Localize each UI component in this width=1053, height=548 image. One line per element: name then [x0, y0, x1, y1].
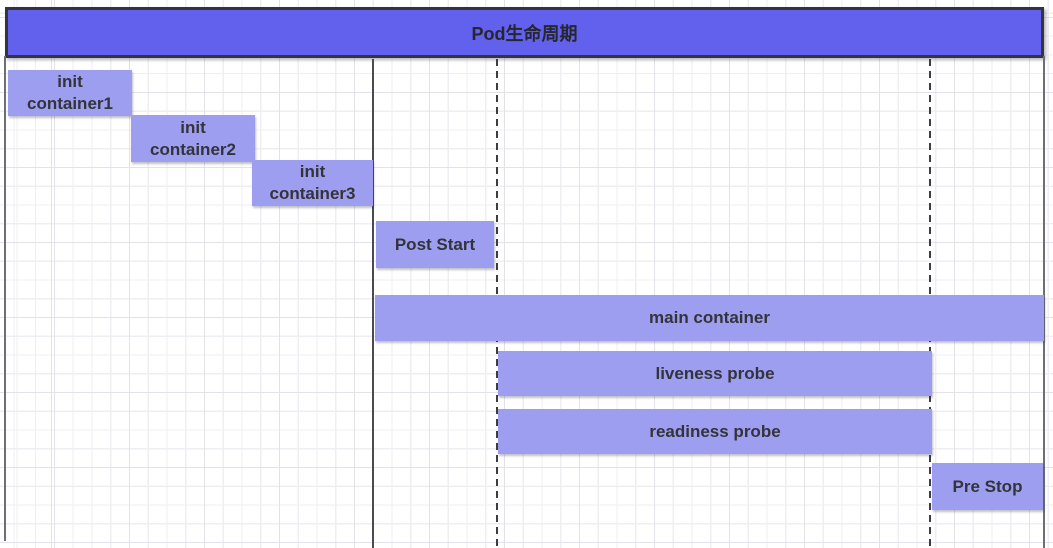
- bar-init-container1: init container1: [8, 70, 132, 116]
- bar-label-line2: container3: [269, 184, 356, 203]
- bar-post-start: Post Start: [376, 221, 494, 268]
- bar-label: Post Start: [394, 234, 476, 254]
- bar-label: main container: [649, 308, 770, 327]
- bar-readiness-probe: readiness probe: [498, 409, 932, 454]
- main-container-start-line: [372, 59, 374, 548]
- frame-left-border: [4, 56, 6, 541]
- bar-label: liveness probe: [655, 363, 775, 383]
- bar-label-line2: container1: [27, 94, 113, 113]
- bar-label-line2: container2: [150, 139, 236, 159]
- bar-init-container3: init container3: [252, 160, 373, 206]
- bar-label: readiness probe: [649, 421, 781, 441]
- bar-label-line1: init: [57, 72, 83, 91]
- title-bar: Pod生命周期: [5, 7, 1044, 58]
- bar-liveness-probe: liveness probe: [498, 351, 932, 396]
- frame-right-border: [1043, 56, 1045, 548]
- bar-label: Pre Stop: [952, 476, 1023, 496]
- bar-pre-stop: Pre Stop: [932, 463, 1043, 510]
- bar-label-line1: init: [299, 162, 326, 181]
- bar-label-line1: init: [180, 117, 206, 137]
- bar-init-container2: init container2: [131, 115, 255, 162]
- bar-main-container: main container: [375, 295, 1044, 341]
- diagram-title: Pod生命周期: [471, 23, 578, 44]
